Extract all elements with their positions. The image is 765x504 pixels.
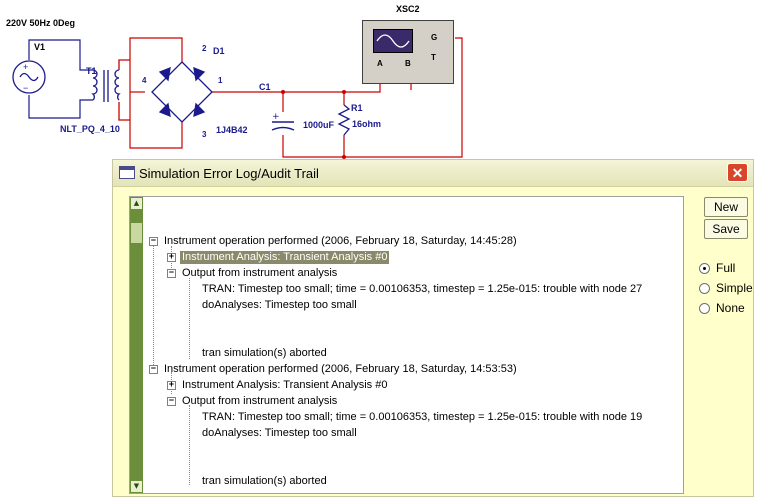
dialog-titlebar[interactable]: Simulation Error Log/Audit Trail ✕ [113,160,753,187]
expand-toggle[interactable]: + [167,252,176,262]
transformer-icon[interactable] [91,59,130,121]
oscilloscope-screen-icon [373,29,413,53]
scope-pin-g: G [431,33,438,42]
expand-toggle[interactable]: + [167,380,176,390]
source-label: 220V 50Hz 0Deg [6,18,76,28]
scope-pin-t: T [431,53,436,62]
v1-label: V1 [34,42,46,52]
radio-simple[interactable] [699,283,710,294]
log-line[interactable]: tran simulation(s) aborted [202,475,327,487]
log-entry-header[interactable]: Instrument operation performed (2006, Fe… [164,235,517,247]
node-4-label: 4 [142,76,147,85]
log-line[interactable]: doAnalyses: Timestep too small [202,299,357,311]
radio-simple-label[interactable]: Simple [716,281,753,295]
resistor-icon[interactable] [337,104,351,136]
collapse-toggle[interactable]: − [167,268,176,278]
svg-text:−: − [23,83,28,93]
log-output-item[interactable]: Output from instrument analysis [182,395,338,407]
ac-source-icon[interactable]: + − [12,60,46,94]
scope-label: XSC2 [396,4,420,14]
log-analysis-item[interactable]: Instrument Analysis: Transient Analysis … [182,379,388,391]
scope-pin-b: B [405,59,411,68]
c1-label: C1 [259,82,271,92]
save-button[interactable]: Save [704,219,748,239]
close-button[interactable]: ✕ [727,163,748,182]
r1-label: R1 [351,103,363,113]
collapse-toggle[interactable]: − [149,364,158,374]
tree-line [189,278,190,359]
log-output-item[interactable]: Output from instrument analysis [182,267,338,279]
svg-text:+: + [272,112,280,122]
log-line[interactable]: TRAN: Timestep too small; time = 0.00106… [202,283,643,295]
scroll-up-button[interactable]: ▲ [130,197,143,210]
dialog-title: Simulation Error Log/Audit Trail [139,166,319,181]
log-analysis-item[interactable]: Instrument Analysis: Transient Analysis … [180,251,390,264]
log-entry-header[interactable]: Instrument operation performed (2006, Fe… [164,363,517,375]
tree-line [189,405,190,485]
d1-label: D1 [213,46,225,56]
log-line[interactable] [202,331,205,344]
svg-text:+: + [23,62,28,72]
collapse-toggle[interactable]: − [167,396,176,406]
simulation-error-log-dialog: Simulation Error Log/Audit Trail ✕ ▲ ▼ −… [112,159,754,497]
t1-label: T1 [86,66,97,76]
t1-model-label: NLT_PQ_4_10 [60,124,120,134]
node-1-label: 1 [218,76,223,85]
node-3-label: 3 [202,130,207,139]
arrow-up-icon: ▲ [133,199,140,207]
d1-model-label: 1J4B42 [216,125,248,135]
collapse-toggle[interactable]: − [149,236,158,246]
radio-none[interactable] [699,303,710,314]
node-2-label: 2 [202,44,207,53]
log-line[interactable]: doAnalyses: Timestep too small [202,427,357,439]
vertical-scrollbar[interactable]: ▲ ▼ [130,197,143,493]
scope-pin-a: A [377,59,383,68]
radio-none-label[interactable]: None [716,301,745,315]
r1-value-label: 16ohm [352,119,382,129]
log-line[interactable]: tran simulation(s) aborted [202,347,327,359]
log-line[interactable] [202,459,205,472]
scroll-thumb[interactable] [131,223,142,243]
arrow-down-icon: ▼ [133,482,140,490]
oscilloscope-xsc2[interactable]: G T A B [362,20,454,84]
log-line[interactable] [202,443,205,456]
c1-value-label: 1000uF [303,120,335,130]
log-line[interactable]: TRAN: Timestep too small; time = 0.00106… [202,411,643,423]
radio-full-label[interactable]: Full [716,261,736,275]
window-icon [119,166,135,179]
new-button[interactable]: New [704,197,748,217]
tree-line [153,241,154,367]
bridge-rectifier-icon[interactable] [151,61,213,123]
radio-full[interactable] [699,263,710,274]
close-icon: ✕ [731,165,744,181]
log-line[interactable] [202,315,205,328]
log-tree-panel[interactable]: ▲ ▼ − Instrument operation performed (20… [129,196,684,494]
scroll-down-button[interactable]: ▼ [130,480,143,493]
capacitor-icon[interactable]: + [271,112,295,131]
